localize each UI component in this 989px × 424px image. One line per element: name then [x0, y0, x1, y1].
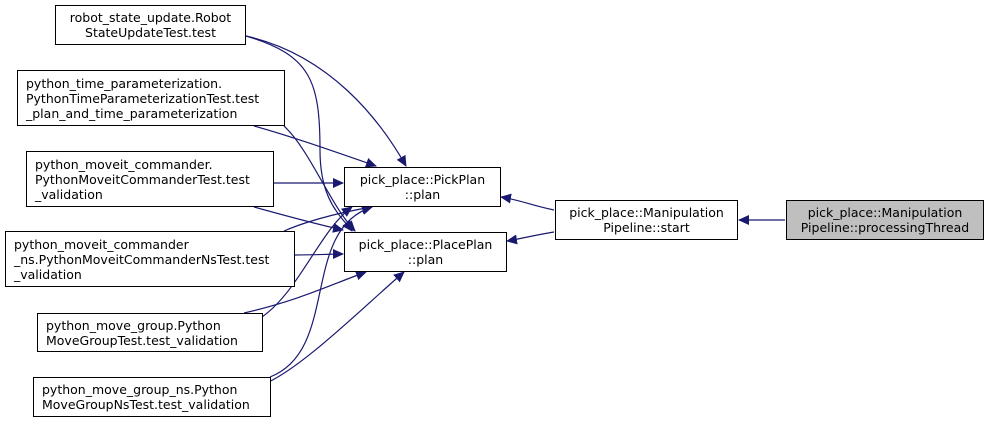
node-label-line: pick_place::PlacePlan [358, 237, 493, 252]
node-python-moveit-commander-test[interactable]: python_moveit_commander. PythonMoveitCom… [26, 151, 274, 207]
node-label-line: _validation [14, 266, 82, 282]
edge-placeplan-to-moveit-cmd [253, 206, 344, 233]
node-manipulation-pipeline-start[interactable]: pick_place::Manipulation Pipeline::start [555, 200, 738, 240]
node-label-line: ::plan [407, 252, 444, 267]
node-robot-state-update-test[interactable]: robot_state_update.Robot StateUpdateTest… [55, 5, 246, 45]
edge-placeplan-to-move-group-ns [261, 271, 405, 386]
edge-pickplan-to-robot-state [245, 35, 407, 167]
edge-pickplan-to-move-group [261, 206, 353, 318]
edge-start-to-placeplan [506, 231, 555, 245]
node-label-line: _validation [35, 186, 103, 202]
node-python-move-group-ns-test[interactable]: python_move_group_ns.Python MoveGroupNsT… [33, 377, 271, 417]
node-label-line: robot_state_update.Robot [69, 10, 232, 25]
node-label-line: pick_place::PickPlan [359, 172, 486, 187]
edge-start-to-pickplan [500, 193, 555, 211]
node-python-move-group-test[interactable]: python_move_group.Python MoveGroupTest.t… [37, 313, 263, 352]
edge-placeplan-to-python-time [283, 125, 356, 232]
edge-pickplan-to-python-time [253, 125, 377, 168]
node-label-line: _plan_and_time_parameterization [26, 105, 238, 121]
node-label-line: python_time_parameterization. [26, 75, 223, 91]
node-label-line: python_move_group.Python [46, 317, 221, 333]
edge-pickplan-to-moveit-cmd-ns [283, 203, 373, 232]
node-manipulation-pipeline-processing-thread: pick_place::Manipulation Pipeline::proce… [786, 200, 984, 240]
node-label-line: PythonTimeParameterizationTest.test [26, 90, 260, 106]
node-label-line: python_move_group_ns.Python [42, 382, 238, 397]
node-label-line: StateUpdateTest.test [85, 25, 216, 40]
node-placeplan-plan[interactable]: pick_place::PlacePlan ::plan [344, 232, 507, 272]
node-label-line: PythonMoveitCommanderTest.test [35, 171, 250, 187]
node-label-line: pick_place::Manipulation [569, 205, 724, 220]
node-python-moveit-commander-ns-test[interactable]: python_moveit_commander _ns.PythonMoveit… [5, 231, 295, 287]
node-label-line: ::plan [404, 187, 441, 202]
node-pickplan-plan[interactable]: pick_place::PickPlan ::plan [344, 167, 501, 207]
edge-placeplan-to-moveit-cmd-ns [294, 249, 344, 260]
edge-placeplan-to-move-group [243, 270, 367, 314]
node-label-line: _ns.PythonMoveitCommanderNsTest.test [14, 251, 270, 267]
node-label-line: python_moveit_commander [14, 236, 189, 252]
node-label-line: MoveGroupNsTest.test_validation [42, 397, 250, 412]
node-label-line: Pipeline::start [603, 220, 690, 235]
node-label-line: MoveGroupTest.test_validation [46, 332, 238, 348]
node-label-line: pick_place::Manipulation [807, 205, 963, 220]
node-label-line: Pipeline::processingThread [800, 220, 970, 235]
node-python-time-parameterization-test[interactable]: python_time_parameterization. PythonTime… [17, 70, 285, 126]
node-label-line: python_moveit_commander. [35, 156, 213, 172]
edge-placeplan-to-robot-state [245, 35, 353, 232]
